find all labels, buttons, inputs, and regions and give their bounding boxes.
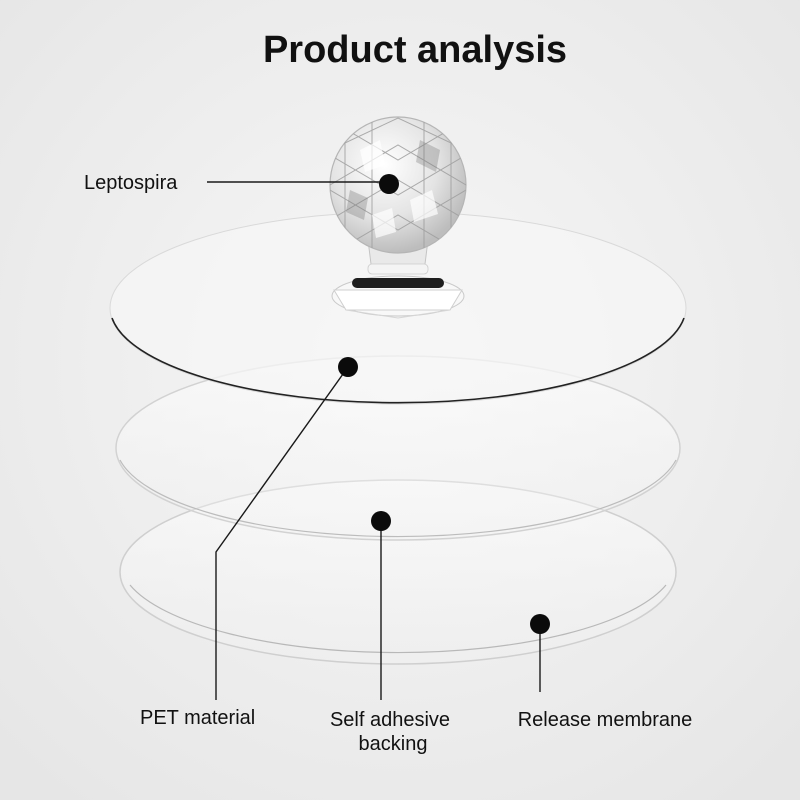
self-adhesive-label-line2: backing [359,733,428,755]
pet-material-label: PET material [140,707,255,729]
pet-material-disc-edge [111,317,685,404]
self-adhesive-disc-edge [119,459,677,538]
page-title: Product analysis [263,29,567,71]
release-membrane-disc-edge [129,584,667,654]
pet-material-callout-dot [338,357,358,377]
leptospira-callout-dot [379,174,399,194]
pet-material-leader-line [215,366,349,700]
self-adhesive-callout-dot [371,511,391,531]
leptospira-label: Leptospira [84,172,178,194]
crystal-knob [329,116,467,319]
release-membrane-callout-dot [530,614,550,634]
self-adhesive-label-line1: Self adhesive [330,709,450,731]
release-membrane-label: Release membrane [518,709,693,731]
